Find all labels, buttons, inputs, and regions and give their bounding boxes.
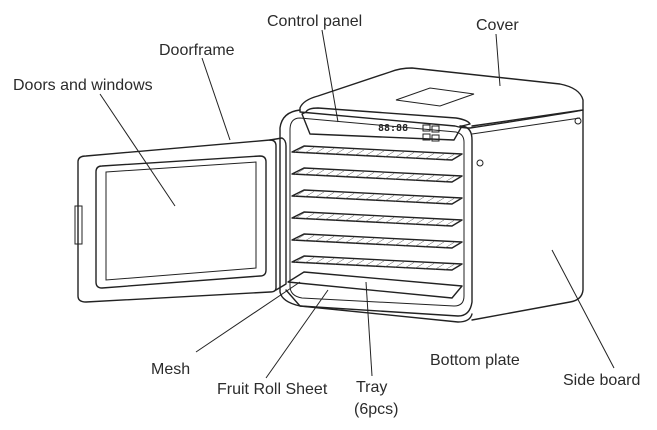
label-tray: Tray	[356, 379, 387, 396]
label-bottom-plate: Bottom plate	[430, 352, 520, 369]
tray	[291, 189, 463, 205]
panel-button-3	[422, 133, 431, 141]
leader-control-panel	[321, 29, 339, 123]
vent-grille	[395, 87, 475, 107]
label-tray-count: (6pcs)	[354, 401, 398, 418]
leader-mesh	[195, 281, 301, 353]
panel-button-2	[431, 125, 440, 133]
side-board	[471, 109, 584, 321]
tray	[291, 233, 463, 249]
panel-button-4	[431, 134, 440, 142]
tray-mesh	[293, 256, 455, 271]
bottom-plate	[285, 289, 473, 323]
cover	[299, 67, 584, 129]
door	[74, 137, 287, 303]
label-doors-windows: Doors and windows	[13, 77, 153, 94]
tray	[291, 145, 463, 161]
display-readout: 88:88	[378, 123, 408, 134]
trays	[291, 145, 463, 271]
leader-lines	[99, 29, 615, 379]
cabinet-body	[279, 67, 584, 323]
leader-doorframe	[201, 57, 231, 141]
label-mesh: Mesh	[151, 361, 190, 378]
tray-mesh	[293, 168, 455, 183]
label-cover: Cover	[476, 17, 519, 34]
fruit-roll-sheet	[287, 271, 463, 299]
leader-cover	[495, 33, 501, 87]
front-frame	[279, 109, 473, 317]
tray-mesh	[293, 190, 455, 205]
tray-mesh	[293, 234, 455, 249]
doorframe	[77, 139, 277, 303]
panel-button-1	[422, 124, 431, 132]
tray-mesh	[293, 146, 455, 161]
leader-side-board	[551, 249, 615, 369]
door-window	[95, 155, 267, 289]
label-doorframe: Doorframe	[159, 42, 235, 59]
tray	[291, 167, 463, 183]
door-handle	[74, 205, 83, 245]
label-side-board: Side board	[563, 372, 640, 389]
leader-tray	[365, 281, 373, 377]
tray	[291, 211, 463, 227]
leader-doors-windows	[99, 93, 176, 207]
label-control-panel: Control panel	[267, 13, 362, 30]
label-fruit-roll-sheet: Fruit Roll Sheet	[217, 381, 328, 398]
leader-fruit-roll-sheet	[265, 289, 329, 379]
tray	[291, 255, 463, 271]
tray-mesh	[293, 212, 455, 227]
control-panel: 88:88	[301, 107, 471, 142]
